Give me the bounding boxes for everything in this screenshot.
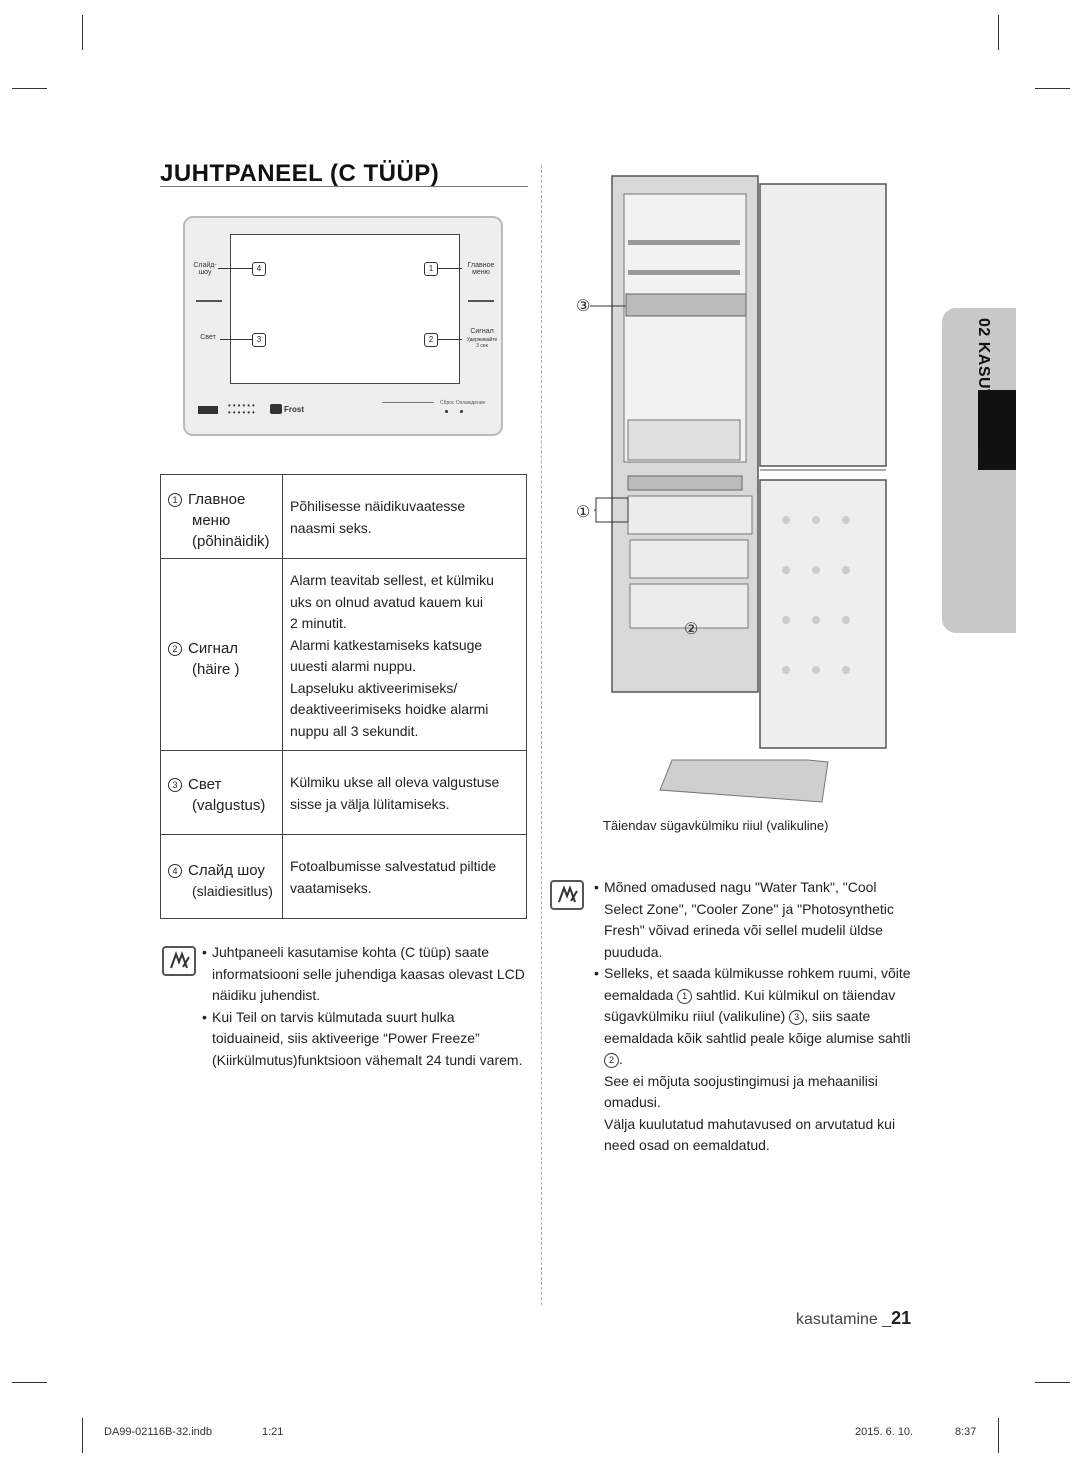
- column-divider: [541, 165, 542, 1305]
- note-right-para-2: Välja kuulutatud mahutavused on arvutatu…: [604, 1115, 896, 1154]
- table-divider: [282, 474, 283, 919]
- note-left: Juhtpaneeli kasutamise kohta (C tüüp) sa…: [202, 942, 527, 1071]
- page-footer: kasutamine _21: [796, 1308, 912, 1328]
- panel-label-main-menu: Главное меню: [467, 262, 495, 276]
- panel-label-light: Свет: [200, 334, 216, 341]
- panel-led: [445, 410, 448, 413]
- fridge-marker-3: ③: [576, 298, 591, 315]
- panel-label-alarm: Сигнал: [470, 328, 494, 335]
- panel-num-2: 2: [424, 333, 438, 347]
- table-row-1-desc: Põhilisesse näidikuvaatesse naasmi seks.: [290, 498, 466, 536]
- crop-mark: [12, 1382, 47, 1383]
- panel-strip: [382, 402, 434, 407]
- note-right: Mõned omadused nagu "Water Tank", "Cool …: [594, 877, 916, 1157]
- leader-line: [438, 268, 462, 269]
- panel-label-alarm-sub: Удерживайте 3 сек: [466, 337, 498, 349]
- leader-line: [438, 339, 462, 340]
- circle-3: 3: [789, 1010, 805, 1025]
- print-page: 1:21: [262, 1426, 284, 1438]
- leader-line: [218, 268, 252, 269]
- panel-indicator: [198, 406, 218, 414]
- note-left-bullet-2: Kui Teil on tarvis külmutada suurt hulka…: [202, 1007, 527, 1072]
- panel-frost-label: Frost: [284, 405, 304, 414]
- fridge-illustration: [590, 175, 887, 803]
- table-row-2-desc: Alarm teavitab sellest, et külmiku uks o…: [290, 572, 494, 739]
- circle-1: 1: [677, 988, 693, 1004]
- note-left-bullet-1: Juhtpaneeli kasutamise kohta (C tüüp) sa…: [202, 942, 527, 1007]
- badge-3: 3: [168, 778, 182, 792]
- circle-2: 2: [604, 1053, 619, 1068]
- print-file-name: DA99-02116B-32.indb: [104, 1426, 213, 1438]
- badge-1: 1: [168, 493, 182, 507]
- shelf-caption: Täiendav sügavkülmiku riiul (valikuline): [603, 818, 829, 833]
- panel-num-1: 1: [424, 262, 438, 276]
- crop-mark: [82, 15, 83, 50]
- crop-mark: [1035, 1382, 1070, 1383]
- crop-mark: [1035, 88, 1070, 89]
- badge-2: 2: [168, 642, 182, 656]
- fridge-marker-2: ②: [684, 621, 699, 638]
- panel-num-4: 4: [252, 262, 266, 276]
- print-time: 8:37: [955, 1426, 977, 1438]
- panel-dots: ••••••••••••: [228, 401, 257, 417]
- badge-4: 4: [168, 864, 182, 878]
- panel-button-left[interactable]: [196, 300, 222, 302]
- panel-lcd-screen: [230, 234, 460, 384]
- crop-mark: [12, 88, 47, 89]
- note-icon: [550, 880, 584, 910]
- note-right-bullet-2: Selleks, et saada külmikusse rohkem ruum…: [594, 963, 916, 1071]
- section-tab-marker: [978, 390, 1016, 470]
- table-row-3-desc: Külmiku ukse all oleva valgustuse sisse …: [290, 774, 500, 812]
- leader-line: [220, 339, 252, 340]
- panel-button-right[interactable]: [468, 300, 494, 302]
- no-frost-icon: [270, 404, 282, 414]
- table-row-4-desc: Fotoalbumisse salvestatud piltide vaatam…: [290, 858, 497, 896]
- note-icon: [162, 946, 196, 976]
- crop-mark: [998, 15, 999, 50]
- panel-num-3: 3: [252, 333, 266, 347]
- panel-label-slideshow: Слайд- шоу: [193, 262, 217, 276]
- section-tab: [942, 308, 1016, 633]
- panel-bottom-labels: Сброс Охлаждение: [440, 400, 486, 406]
- page-number: 21: [891, 1308, 912, 1328]
- table-row-line: [160, 558, 527, 559]
- title-underline: [160, 186, 528, 187]
- page-title: JUHTPANEEL (C TÜÜP): [160, 160, 440, 187]
- fridge-marker-1: ①: [576, 504, 591, 521]
- note-right-bullet-1: Mõned omadused nagu "Water Tank", "Cool …: [594, 877, 916, 963]
- crop-mark: [998, 1418, 999, 1453]
- table-row-line: [160, 834, 527, 835]
- table-row-line: [160, 750, 527, 751]
- section-tab-label: 02 KASUTAMINE: [975, 318, 992, 453]
- functions-table: [160, 474, 527, 919]
- print-date: 2015. 6. 10.: [855, 1426, 914, 1438]
- note-right-para-1: See ei mõjuta soojustingimusi ja mehaani…: [604, 1072, 878, 1111]
- panel-led: [460, 410, 463, 413]
- crop-mark: [82, 1418, 83, 1453]
